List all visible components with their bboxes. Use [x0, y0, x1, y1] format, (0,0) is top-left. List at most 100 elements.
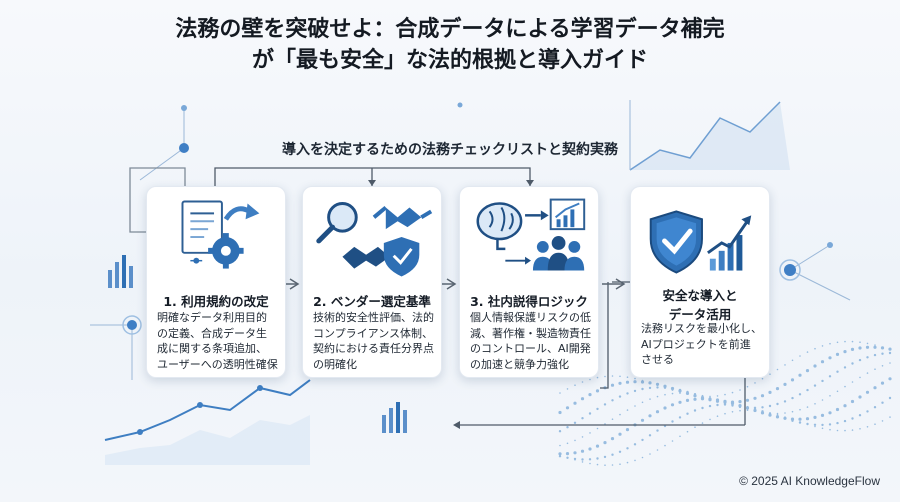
wave-dot: [859, 341, 861, 344]
wave-dot: [694, 426, 696, 429]
wave-dot: [566, 426, 569, 429]
wave-dot: [656, 386, 659, 389]
wave-dot: [626, 461, 629, 464]
wave-dot: [626, 447, 629, 450]
wave-dot: [829, 428, 831, 431]
wave-dot: [671, 420, 674, 423]
card3-icon-group: [476, 198, 586, 271]
wave-dot: [701, 395, 704, 398]
wave-dot: [775, 415, 780, 419]
wave-dot: [716, 403, 719, 407]
wave-dot: [814, 347, 816, 350]
wave-dot: [610, 383, 615, 387]
wave-dot: [769, 373, 771, 376]
wave-dot: [836, 370, 839, 373]
wave-dot: [694, 394, 696, 397]
wave-dot: [836, 390, 839, 393]
wave-dot: [670, 386, 675, 391]
wave-dot: [858, 346, 862, 350]
wave-dot: [581, 461, 584, 463]
wave-dot: [805, 369, 810, 373]
wave-dot: [813, 364, 817, 368]
wave-dot: [634, 377, 636, 380]
wave-dot: [746, 385, 749, 388]
wave-dot: [761, 377, 764, 380]
card4-icon-group: [649, 210, 752, 274]
wave-dot: [618, 395, 622, 398]
wave-dot: [821, 423, 824, 427]
flow-arrowheads: [368, 180, 534, 429]
wave-dot: [814, 403, 816, 405]
wave-dot: [686, 430, 689, 433]
wave-dot: [829, 395, 831, 397]
wave-dot: [634, 405, 636, 407]
wave-dot: [851, 340, 854, 343]
wave-dot: [619, 375, 621, 378]
wave-dot: [573, 401, 577, 405]
shield-check-icon: [649, 210, 703, 274]
wave-dot: [595, 444, 600, 448]
wave-dot: [844, 429, 846, 432]
wave-dot: [641, 401, 644, 404]
wave-dot: [745, 398, 750, 402]
wave-dot: [715, 399, 720, 403]
wave-dot: [664, 393, 666, 396]
wave-dot: [761, 406, 764, 409]
wave-dot: [783, 382, 787, 386]
wave-dot: [603, 441, 607, 445]
wave-dot: [611, 464, 614, 466]
wave-dot: [806, 388, 809, 392]
wave-dot: [641, 438, 644, 442]
wave-dot: [611, 375, 614, 377]
wave-dot: [619, 463, 621, 466]
card2-body-line: 技術的安全性評価、法的: [313, 311, 434, 324]
wave-dot: [754, 382, 756, 384]
growth-chart-icon: [549, 198, 586, 231]
wave-dot: [783, 400, 787, 403]
card2-icon-group: [316, 202, 433, 277]
wave-dot: [844, 340, 846, 343]
wave-dot: [746, 406, 749, 409]
wave-dot: [589, 462, 591, 465]
wave-dot: [604, 375, 606, 378]
wave-dot: [865, 390, 870, 394]
card2-body: 技術的安全性評価、法的 コンプライアンス体制、 契約における責任分界点 の明確化: [313, 310, 434, 372]
wave-dot: [648, 414, 652, 418]
page-title: 法務の壁を突破せよ：合成データによる学習データ補完 が「最も安全」な法的根拠と導…: [0, 14, 900, 76]
wave-dot: [828, 423, 832, 426]
wave-dot: [738, 405, 742, 409]
card4-title-line: データ活用: [668, 307, 732, 322]
wave-dot: [799, 355, 801, 357]
wave-dot: [873, 345, 877, 349]
arrow-right-icon: [223, 203, 260, 221]
wave-dot: [656, 384, 659, 387]
wave-dot: [708, 398, 712, 402]
wave-dot: [835, 352, 840, 356]
wave-dot: [835, 407, 840, 412]
bar-chart-decoration-left: [108, 255, 133, 288]
page-title-line1: 法務の壁を突破せよ：合成データによる学習データ補完: [175, 17, 725, 42]
wave-dot: [730, 400, 735, 404]
growth-chart-icon: [707, 215, 752, 271]
wave-dot: [558, 430, 562, 433]
wave-dot: [574, 384, 576, 387]
wave-dot: [761, 411, 764, 414]
wave-dot: [880, 381, 885, 385]
wave-dot: [641, 387, 644, 391]
wave-dot: [566, 456, 569, 459]
wave-dot: [836, 341, 839, 344]
wave-dot: [776, 402, 779, 406]
wave-dot: [589, 432, 591, 434]
wave-dot: [828, 411, 832, 415]
wave-dot: [851, 429, 854, 431]
wave-dot: [685, 398, 690, 402]
wave-dot: [858, 358, 862, 362]
wave-dot: [888, 377, 892, 381]
wave-dot: [821, 399, 824, 401]
wave-dot: [656, 449, 659, 451]
wave-dot: [573, 457, 577, 461]
wave-dot: [888, 396, 892, 400]
shield-check-icon: [383, 237, 420, 277]
wave-dot: [633, 389, 637, 393]
